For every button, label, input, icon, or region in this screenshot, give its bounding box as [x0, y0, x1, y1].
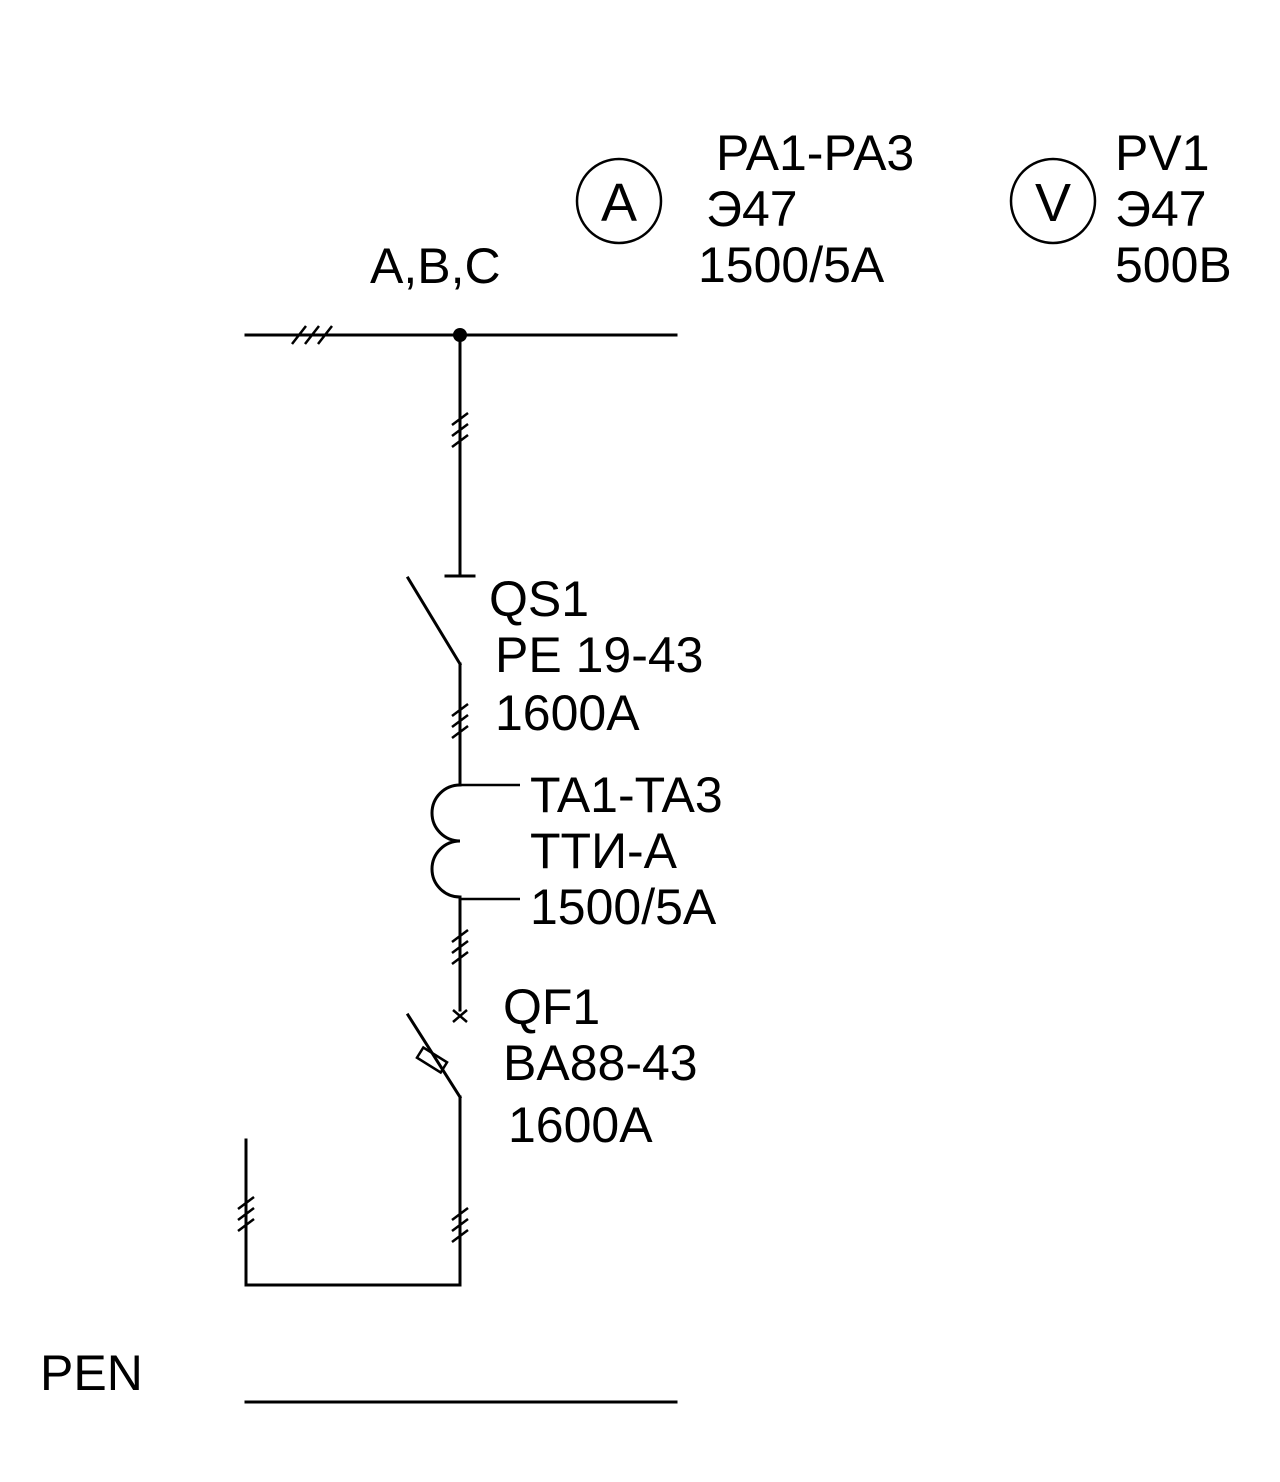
disconnector-designation: QS1	[489, 571, 589, 627]
ct-type: ТТИ-А	[530, 823, 678, 879]
ammeter-symbol: A	[575, 157, 663, 245]
voltmeter-rating: 500B	[1115, 237, 1232, 293]
bus-phases-label: A,B,C	[370, 238, 501, 294]
breaker-type: BA88-43	[503, 1035, 698, 1091]
disconnector-rating: 1600A	[495, 685, 640, 741]
disconnector-type: PE 19-43	[495, 627, 703, 683]
breaker-rating: 1600A	[508, 1097, 653, 1153]
ct-designation: TA1-TA3	[530, 767, 723, 823]
ammeter-rating: 1500/5A	[698, 237, 885, 293]
voltmeter-type: Э47	[1115, 181, 1207, 237]
ammeter-letter: A	[601, 173, 637, 233]
ammeter-type: Э47	[706, 181, 798, 237]
pen-label: PEN	[40, 1345, 143, 1401]
voltmeter-letter: V	[1035, 173, 1071, 233]
breaker-symbol	[405, 1009, 469, 1287]
outgoing-cable	[237, 1138, 462, 1287]
voltmeter-designation: PV1	[1115, 125, 1210, 181]
ammeter-designation: PA1-PA3	[716, 125, 914, 181]
disconnector-symbol	[405, 575, 469, 787]
current-transformer-symbol	[430, 783, 520, 1012]
voltmeter-symbol: V	[1009, 157, 1097, 245]
bus-three-phase-ticks	[291, 325, 333, 345]
breaker-designation: QF1	[503, 979, 600, 1035]
feeder-wire-upper	[444, 333, 476, 578]
ct-rating: 1500/5A	[530, 879, 717, 935]
